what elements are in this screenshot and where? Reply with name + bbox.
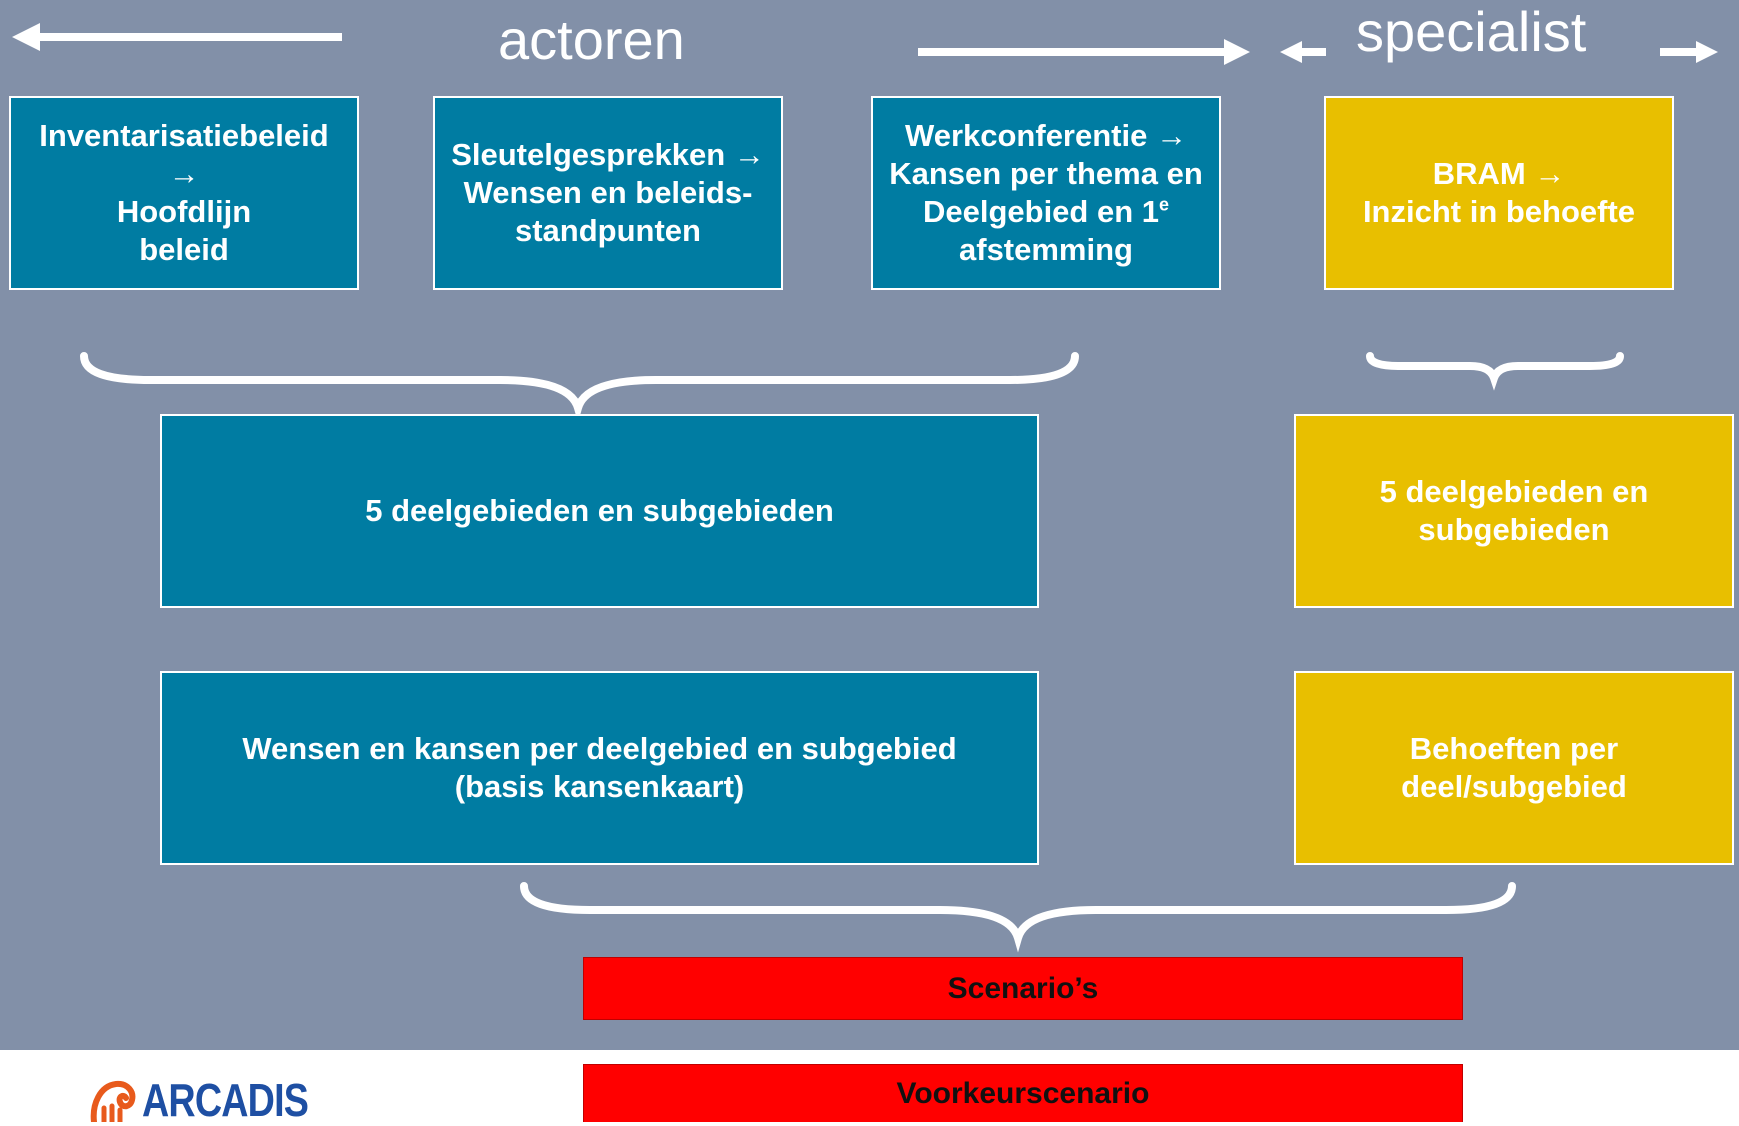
behoeften-label-1: Behoeften per: [1409, 731, 1619, 766]
wensen-kansen-label-2: (basis kansenkaart): [454, 769, 745, 804]
inventarisatie-result-1: Hoofdlijn: [116, 194, 252, 229]
wensen-kansen-box: Wensen en kansen per deelgebied en subge…: [160, 671, 1039, 865]
specialist-left-arrow-icon: [1280, 41, 1326, 63]
deelgebieden-actoren-box: 5 deelgebieden en subgebieden: [160, 414, 1039, 608]
deelgebieden-specialist-label-2: subgebieden: [1418, 512, 1610, 547]
werkconferentie-result-3: afstemming: [959, 232, 1133, 267]
voorkeurscenario-label: Voorkeurscenario: [896, 1076, 1150, 1110]
inventarisatie-result-2: beleid: [139, 232, 229, 267]
behoeften-box: Behoeften per deel/subgebied: [1294, 671, 1734, 865]
arcadis-logo-icon: [90, 1080, 136, 1122]
sleutelgesprekken-box: Sleutelgesprekken → Wensen en beleids- s…: [433, 96, 783, 290]
sleutelgesprekken-title: Sleutelgesprekken →: [451, 137, 765, 172]
specialist-right-arrow-icon: [1660, 41, 1718, 63]
specialist-header: specialist: [1356, 0, 1587, 63]
inventarisatie-arrow: →: [168, 156, 200, 191]
sleutelgesprekken-result-2: standpunten: [514, 213, 701, 248]
werkconferentie-result-1: Kansen per thema en: [889, 156, 1203, 191]
werkconferentie-box: Werkconferentie → Kansen per thema en De…: [871, 96, 1221, 290]
actoren-header: actoren: [498, 8, 685, 71]
actoren-right-arrow-icon: [918, 39, 1250, 65]
werkconferentie-title: Werkconferentie →: [905, 118, 1187, 153]
voorkeurscenario-box: Voorkeurscenario: [583, 1064, 1463, 1122]
wensen-kansen-label-1: Wensen en kansen per deelgebied en subge…: [242, 731, 957, 766]
actoren-left-arrow-icon: [12, 23, 342, 51]
deelgebieden-actoren-label: 5 deelgebieden en subgebieden: [365, 493, 834, 528]
deelgebieden-specialist-label-1: 5 deelgebieden en: [1379, 474, 1649, 509]
inventarisatie-box: Inventarisatiebeleid → Hoofdlijn beleid: [9, 96, 359, 290]
scenarios-label: Scenario’s: [947, 971, 1099, 1005]
bottom-curly-brace-icon: [520, 882, 1516, 953]
actoren-top-curly-brace-icon: [80, 352, 1079, 423]
scenarios-box: Scenario’s: [583, 957, 1463, 1020]
bram-title: BRAM →: [1432, 156, 1566, 191]
arcadis-logo: ARCADIS: [90, 1074, 345, 1126]
sleutelgesprekken-result-1: Wensen en beleids-: [463, 175, 753, 210]
inventarisatie-title: Inventarisatiebeleid: [39, 118, 329, 153]
arcadis-logo-text: ARCADIS: [142, 1074, 309, 1126]
werkconferentie-result-2: Deelgebied en 1e: [922, 194, 1170, 229]
behoeften-label-2: deel/subgebied: [1401, 769, 1627, 804]
specialist-top-curly-brace-icon: [1366, 352, 1624, 391]
bram-result: Inzicht in behoefte: [1362, 194, 1636, 229]
deelgebieden-specialist-box: 5 deelgebieden en subgebieden: [1294, 414, 1734, 608]
bram-box: BRAM → Inzicht in behoefte: [1324, 96, 1674, 290]
